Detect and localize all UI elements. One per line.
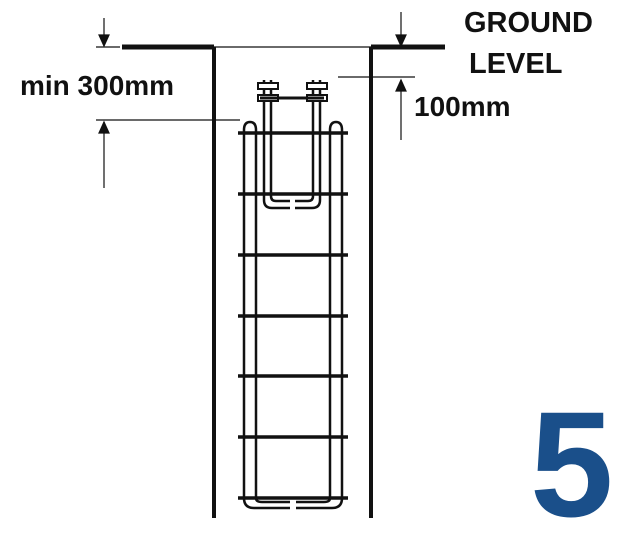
- min-depth-label: min 300mm: [20, 70, 175, 101]
- anchor-bolt-right: [295, 80, 328, 210]
- dimension-arrow-top-left: [96, 18, 120, 48]
- dimension-arrow-bottom-right: [338, 76, 415, 140]
- installation-diagram: GROUND LEVEL min 300mm 100mm 5: [20, 7, 613, 539]
- dimension-arrow-bottom-left: [96, 119, 240, 188]
- footing-drawing: [96, 12, 445, 518]
- dimension-arrow-top-right: [395, 12, 407, 48]
- level-label: LEVEL: [469, 48, 563, 80]
- clearance-label: 100mm: [414, 91, 511, 122]
- ground-label: GROUND: [464, 7, 593, 39]
- step-number: 5: [530, 380, 614, 548]
